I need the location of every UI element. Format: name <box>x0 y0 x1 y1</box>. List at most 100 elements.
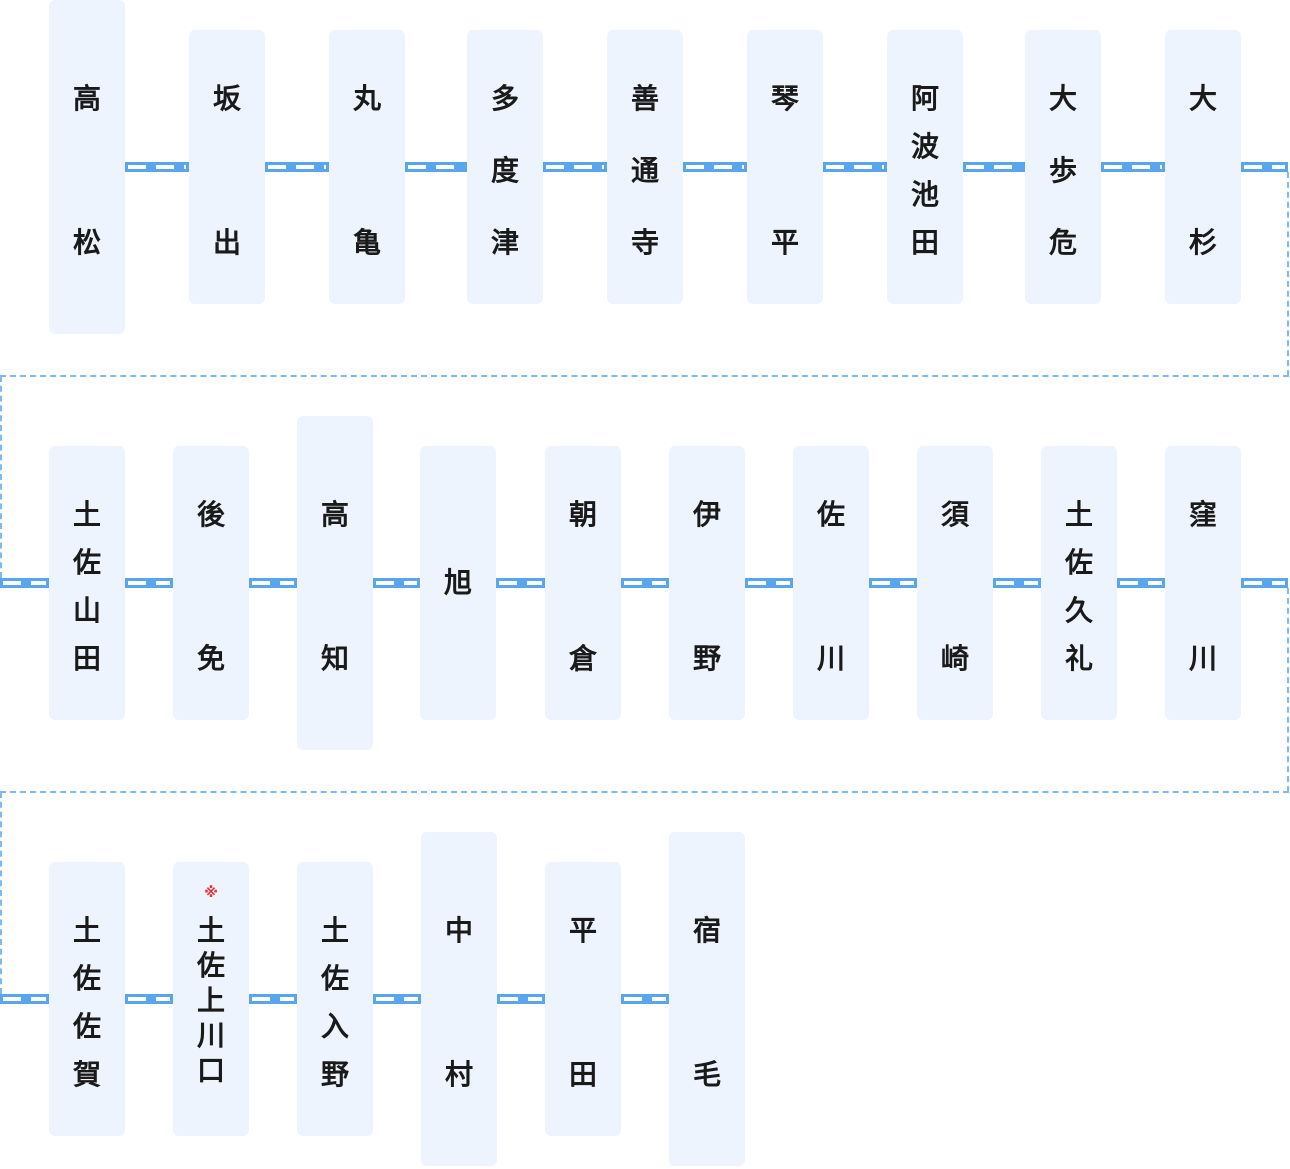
station-name-char: 崎 <box>940 642 969 675</box>
station-name-char: 多 <box>490 82 519 115</box>
station-name-char: 通 <box>630 154 659 187</box>
station-name-char: 佐 <box>320 962 349 995</box>
station-name-char: 歩 <box>1048 154 1077 187</box>
station-窪川: 窪川 <box>1165 446 1241 720</box>
station-name-char: 旭 <box>443 566 472 599</box>
station-name-char: 佐 <box>196 949 225 982</box>
station-name-char: 川 <box>816 642 845 675</box>
station-name-char: 朝 <box>568 498 597 531</box>
station-name-char: 佐 <box>72 1010 101 1043</box>
station-name-char: 佐 <box>1064 546 1093 579</box>
line-continuation-connector <box>0 792 2 994</box>
station-name-char: 亀 <box>352 226 381 259</box>
station-中村: 中村 <box>421 832 497 1166</box>
station-善通寺: 善通寺 <box>607 30 683 304</box>
track-segment <box>621 994 669 1004</box>
line-continuation-connector <box>0 375 1289 377</box>
station-name-char: 村 <box>444 1058 473 1091</box>
station-name-char: 高 <box>320 498 349 531</box>
station-name-char: 佐 <box>816 498 845 531</box>
station-name-char: 土 <box>1064 498 1093 531</box>
station-宿毛: 宿毛 <box>669 832 745 1166</box>
station-大杉: 大杉 <box>1165 30 1241 304</box>
station-土佐入野: 土佐入野 <box>297 862 373 1136</box>
station-name-char: 山 <box>72 594 101 627</box>
station-name-char: 宿 <box>692 914 721 947</box>
station-土佐山田: 土佐山田 <box>49 446 125 720</box>
station-name-char: 高 <box>72 82 101 115</box>
station-name-char: 度 <box>490 154 519 187</box>
track-segment <box>125 994 173 1004</box>
station-name-char: 野 <box>692 642 721 675</box>
station-name-char: 池 <box>910 178 939 211</box>
station-平田: 平田 <box>545 862 621 1136</box>
track-segment <box>1101 162 1165 172</box>
station-name-char: 知 <box>320 642 349 675</box>
station-name-char: 田 <box>72 642 101 675</box>
station-name-char: 窪 <box>1188 498 1217 531</box>
station-name-char: 田 <box>910 226 939 259</box>
station-伊野: 伊野 <box>669 446 745 720</box>
track-segment <box>621 578 669 588</box>
track-segment <box>249 994 297 1004</box>
line-continuation-connector <box>0 376 2 578</box>
station-name-char: 平 <box>770 226 799 259</box>
station-name-char: 川 <box>1188 642 1217 675</box>
station-name-char: 入 <box>320 1010 349 1043</box>
station-多度津: 多度津 <box>467 30 543 304</box>
station-name-char: 杉 <box>1188 226 1217 259</box>
track-segment <box>1241 162 1288 172</box>
station-name-char: 大 <box>1048 82 1077 115</box>
footnote-mark: ※ <box>204 885 218 901</box>
station-name-char: 阿 <box>910 82 939 115</box>
line-continuation-connector <box>1287 588 1289 792</box>
track-segment <box>1117 578 1165 588</box>
track-segment <box>373 994 421 1004</box>
station-高松: 高松 <box>49 0 125 334</box>
station-name-char: 賀 <box>72 1058 101 1091</box>
station-高知: 高知 <box>297 416 373 750</box>
station-name-char: 津 <box>490 226 519 259</box>
station-旭: 旭 <box>420 446 496 720</box>
track-segment <box>745 578 793 588</box>
station-name-char: 毛 <box>692 1058 721 1091</box>
track-segment <box>543 162 607 172</box>
track-segment <box>497 994 545 1004</box>
track-segment <box>823 162 887 172</box>
line-continuation-connector <box>1287 172 1289 376</box>
station-name-char: 平 <box>568 914 597 947</box>
track-segment <box>869 578 917 588</box>
station-佐川: 佐川 <box>793 446 869 720</box>
track-segment <box>373 578 420 588</box>
station-name-char: 善 <box>630 82 659 115</box>
track-segment <box>265 162 329 172</box>
station-name-char: 土 <box>320 914 349 947</box>
station-須崎: 須崎 <box>917 446 993 720</box>
station-name-char: 礼 <box>1064 642 1093 675</box>
station-name-char: 出 <box>212 226 241 259</box>
station-name-char: 須 <box>940 498 969 531</box>
station-朝倉: 朝倉 <box>545 446 621 720</box>
track-segment <box>993 578 1041 588</box>
track-segment <box>0 994 49 1004</box>
station-name-char: 松 <box>72 226 101 259</box>
station-name-char: 久 <box>1064 594 1093 627</box>
station-土佐久礼: 土佐久礼 <box>1041 446 1117 720</box>
station-name-char: 土 <box>196 914 225 947</box>
station-name-char: 波 <box>910 130 939 163</box>
station-name-char: 伊 <box>692 498 721 531</box>
station-name-char: 危 <box>1048 226 1077 259</box>
station-name-char: 田 <box>568 1058 597 1091</box>
track-segment <box>125 578 173 588</box>
station-name-char: 土 <box>72 914 101 947</box>
station-後免: 後免 <box>173 446 249 720</box>
station-name-char: 野 <box>320 1058 349 1091</box>
station-name-char: 口 <box>196 1054 225 1087</box>
station-name-char: 寺 <box>630 226 659 259</box>
station-大歩危: 大歩危 <box>1025 30 1101 304</box>
track-segment <box>249 578 297 588</box>
station-土佐佐賀: 土佐佐賀 <box>49 862 125 1136</box>
station-name-char: 倉 <box>568 642 597 675</box>
station-name-char: 川 <box>196 1019 225 1052</box>
